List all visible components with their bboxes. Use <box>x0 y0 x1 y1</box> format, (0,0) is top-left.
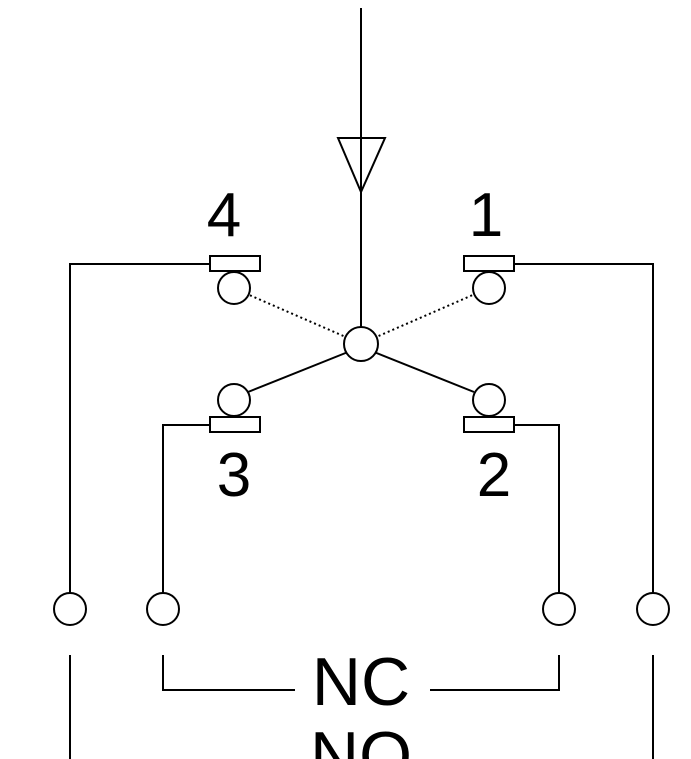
contact-roller-icon <box>472 383 506 417</box>
contact-roller-icon <box>217 383 251 417</box>
arm-to-2 <box>373 351 475 393</box>
arm-to-4-dotted <box>246 293 349 339</box>
circle-pivot-icon <box>343 326 379 362</box>
terminal-circle-icon <box>542 592 576 626</box>
wire-3 <box>162 424 210 593</box>
terminal-circle-icon <box>146 592 180 626</box>
no-label: NO <box>310 718 412 759</box>
contact-plate-4 <box>209 255 261 272</box>
nc-label: NC <box>312 644 410 720</box>
contact-plate-3 <box>209 416 261 433</box>
nc-bracket-right <box>430 655 560 691</box>
terminal-label-3: 3 <box>217 441 251 510</box>
contact-plate-2 <box>463 416 515 433</box>
terminal-label-2: 2 <box>477 441 511 510</box>
wire-2 <box>514 424 560 593</box>
arm-to-1-dotted <box>373 293 476 339</box>
contact-roller-icon <box>217 271 251 305</box>
arm-to-3 <box>247 351 349 393</box>
wire-1 <box>514 263 654 593</box>
terminal-label-4: 4 <box>207 181 241 250</box>
terminal-label-1: 1 <box>469 181 503 250</box>
nc-bracket-left <box>162 655 295 691</box>
contact-plate-1 <box>463 255 515 272</box>
contact-roller-icon <box>472 271 506 305</box>
wire-4 <box>69 263 210 593</box>
terminal-circle-icon <box>53 592 87 626</box>
terminal-circle-icon <box>636 592 670 626</box>
